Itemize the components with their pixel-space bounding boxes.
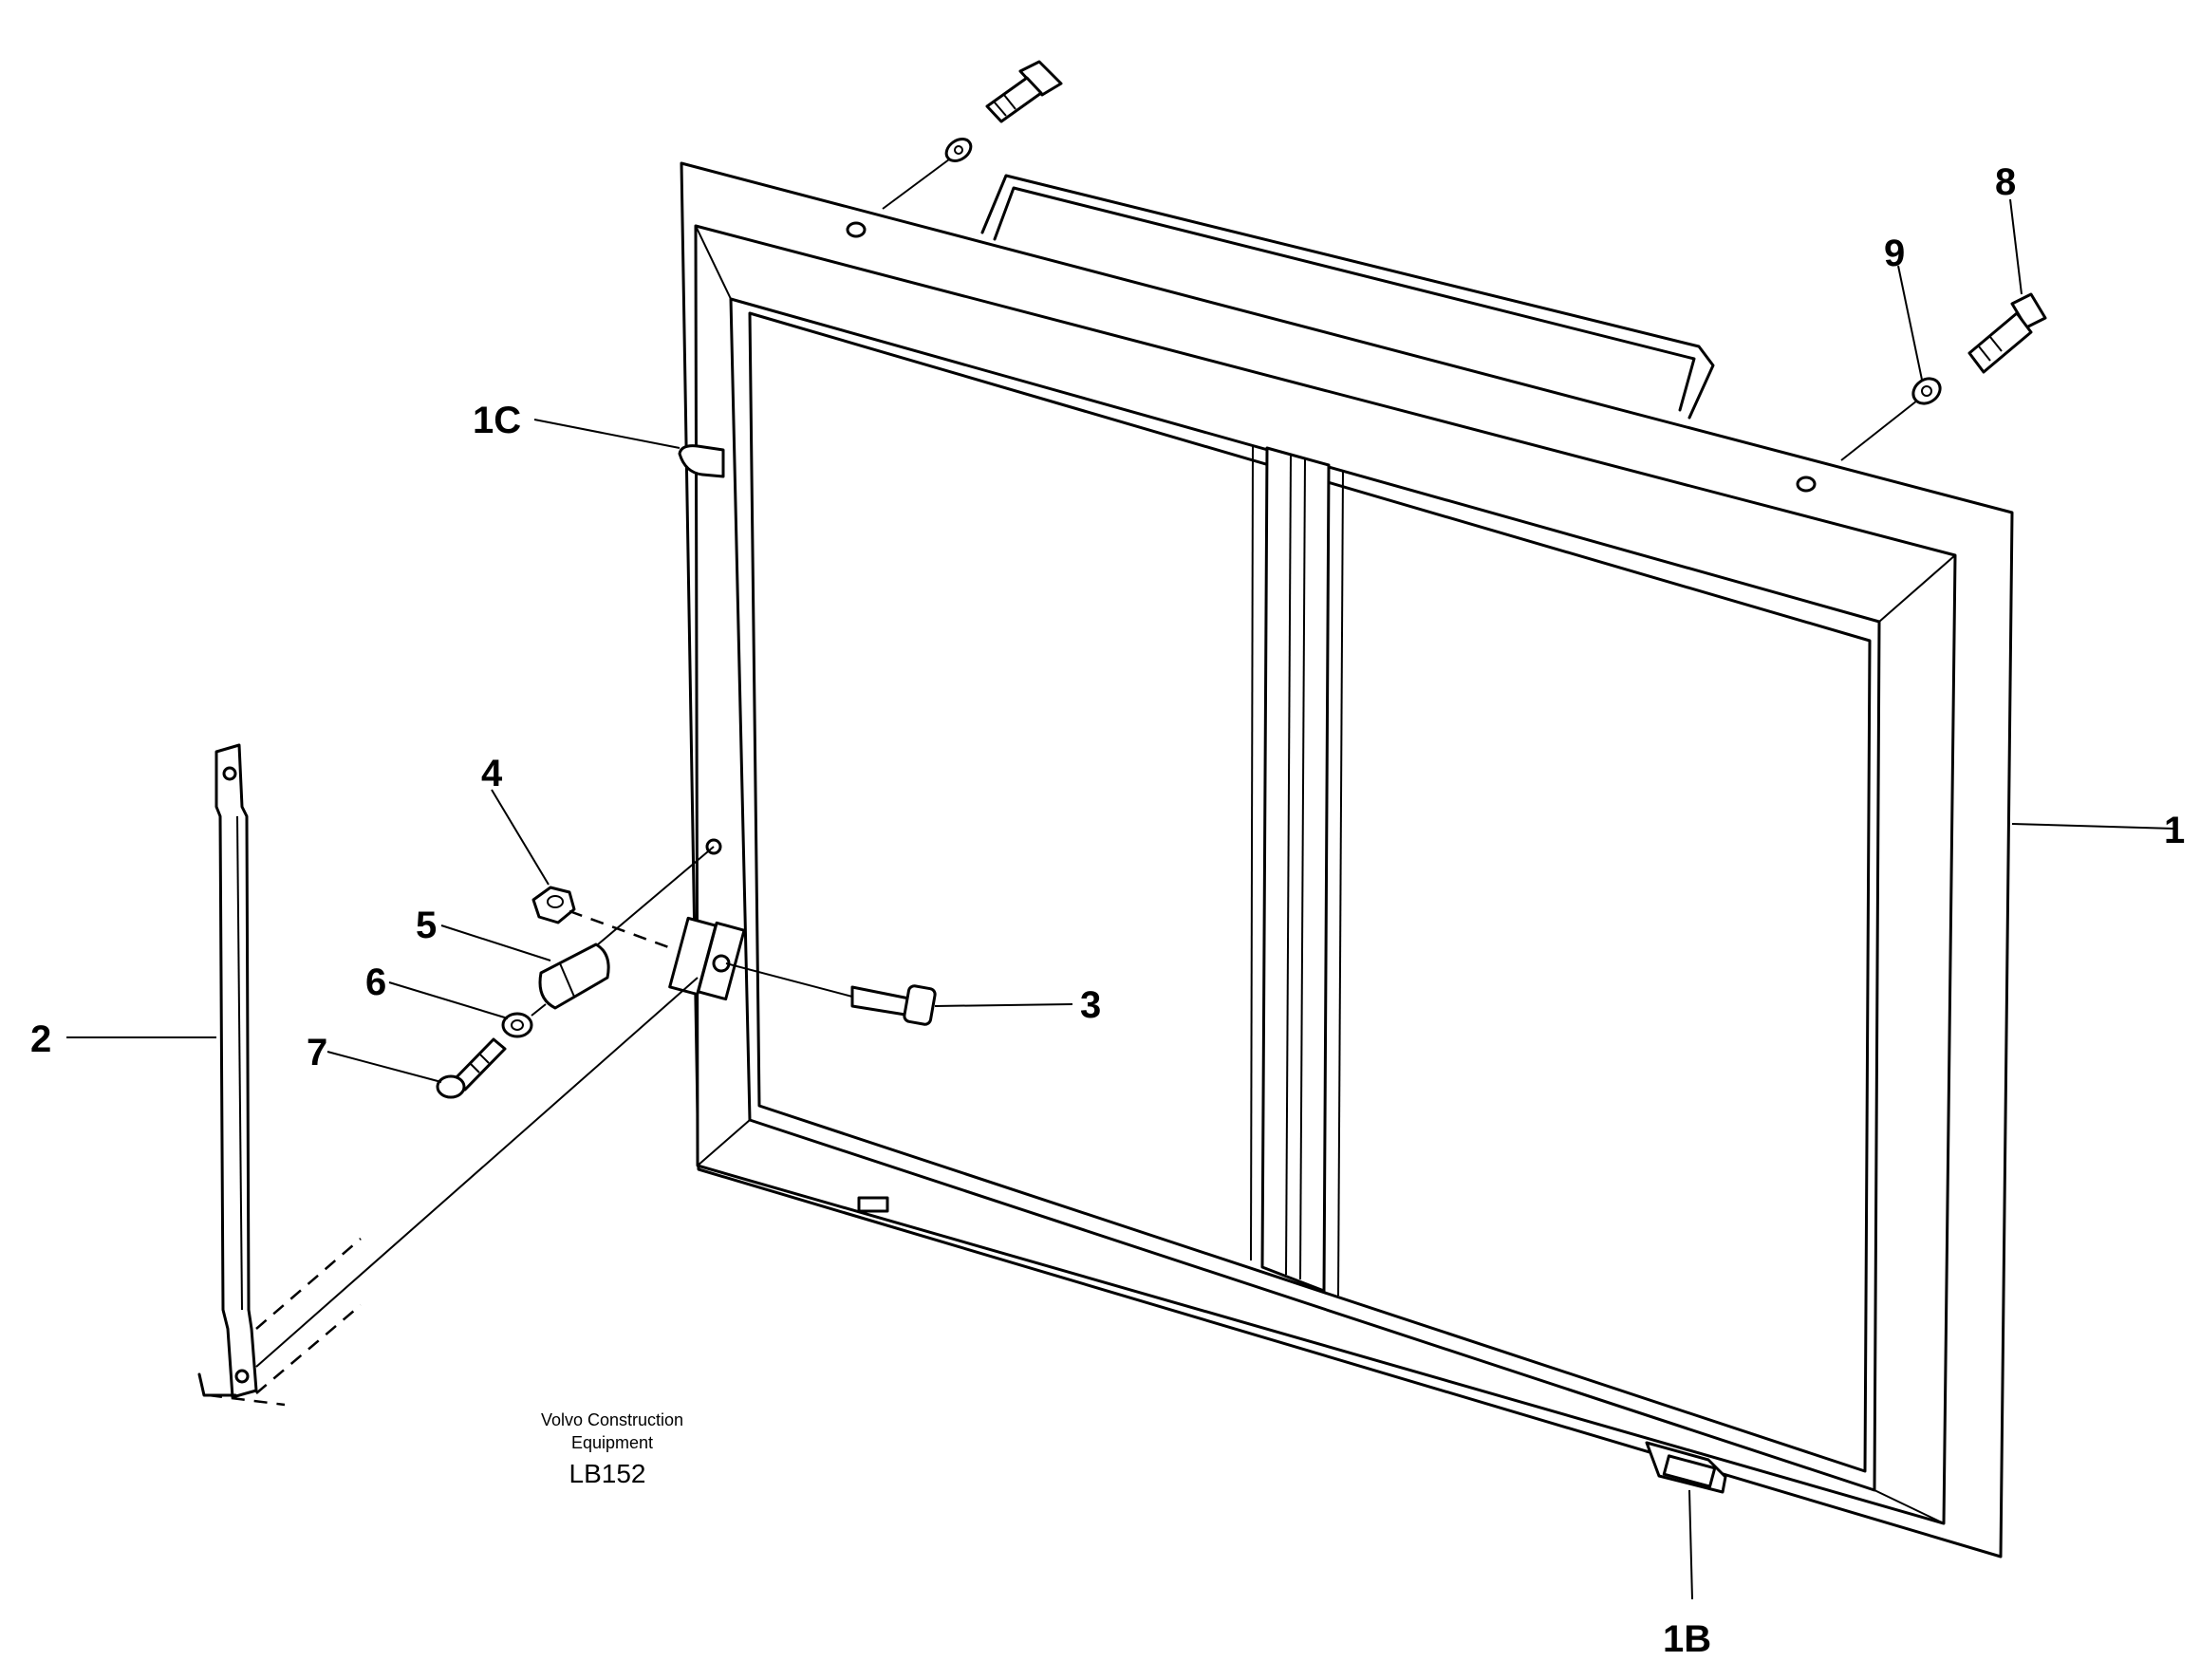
callout-7: 7	[307, 1032, 327, 1073]
support-rod	[197, 743, 699, 1407]
screw-7	[436, 1037, 507, 1099]
window-frame	[668, 161, 2014, 1559]
credit-line-1: Volvo Construction	[541, 1410, 683, 1429]
right-bolt-assembly	[1840, 292, 2047, 461]
washer-6	[501, 1012, 533, 1038]
callout-3: 3	[1080, 984, 1101, 1026]
callout-5: 5	[416, 905, 437, 946]
bolt-3	[725, 962, 937, 1026]
callout-4: 4	[481, 753, 503, 794]
leader-lines	[66, 198, 2174, 1600]
callout-1b: 1B	[1663, 1618, 1711, 1660]
callout-6: 6	[365, 961, 386, 1003]
callout-1c: 1C	[473, 400, 521, 441]
credit-line-2: Equipment	[571, 1433, 653, 1452]
top-bolt-assembly	[882, 60, 1063, 210]
callout-9: 9	[1884, 233, 1905, 274]
knob-5	[538, 943, 610, 1010]
callout-8: 8	[1995, 161, 2016, 203]
callout-2: 2	[30, 1018, 51, 1060]
callout-1: 1	[2164, 810, 2185, 851]
nut-4	[531, 886, 576, 924]
drawing-code: LB152	[569, 1459, 646, 1488]
